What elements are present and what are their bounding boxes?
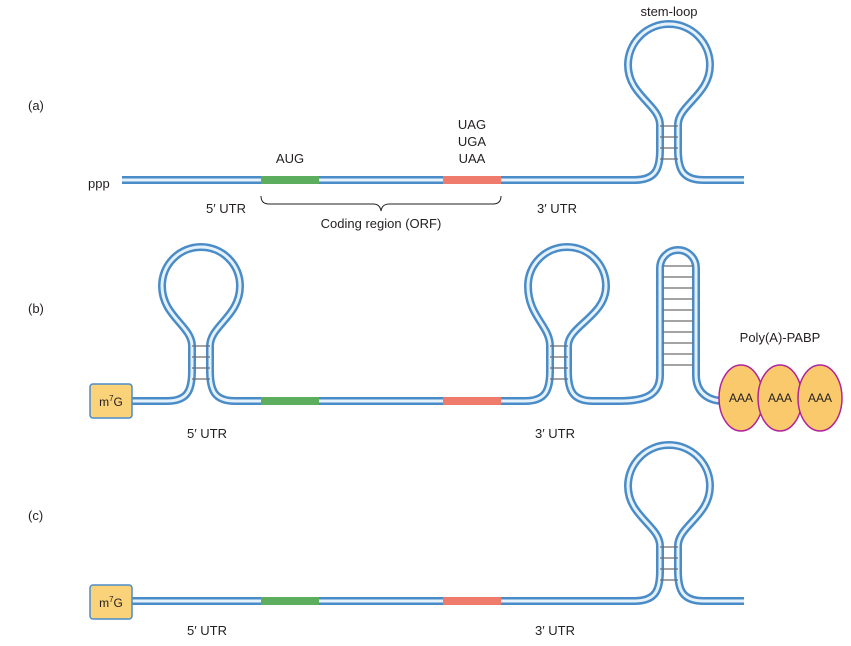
panel-c-label: (c) [28,508,43,523]
stem-loop-label: stem-loop [640,4,697,19]
m7g-cap-box-b [89,383,133,419]
coding-region-label: Coding region (ORF) [321,216,442,231]
stop-codon-segment-b [443,397,501,405]
m7g-cap-label-c: m7G [99,595,123,610]
rna-strand-a [122,20,744,184]
stem-rungs-c [660,546,678,581]
cap-c: m7G [89,584,133,620]
utr5-label-c: 5′ UTR [187,623,227,638]
five-prime-triphosphate-label: ppp [88,176,110,191]
start-codon-segment-b [261,397,319,405]
utr3-label-c: 3′ UTR [535,623,575,638]
utr5-label-a: 5′ UTR [206,201,246,216]
cap-b: m7G [89,383,133,419]
orf-brace [260,195,502,212]
start-codon-segment-a [261,176,319,184]
m7g-cap-label-b: m7G [99,394,123,409]
stop-codon-segment-c [443,597,501,605]
stop-codon-uag: UAG [458,117,486,132]
panel-a-label: (a) [28,98,44,113]
stop-codon-uga: UGA [458,134,487,149]
panel-c: (c) m7G 5′ UTR 3′ UTR [28,441,744,638]
pabp-cluster: AAA AAA AAA [718,364,843,432]
rna-strand-c [132,441,744,605]
pabp-protein-3 [797,364,843,432]
utr5-label-b: 5′ UTR [187,426,227,441]
stop-codon-uaa: UAA [459,151,486,166]
utr3-label-a: 3′ UTR [537,201,577,216]
m7g-cap-box-c [89,584,133,620]
stem-rungs-b-5utr [192,345,210,380]
utr3-label-b: 3′ UTR [535,426,575,441]
polya-pabp-label: Poly(A)-PABP [740,330,821,345]
stem-rungs-b-3utr [550,345,568,380]
stem-rungs-a [660,125,678,160]
polya-aaa-3: AAA [808,391,832,405]
rna-strand-b [132,243,725,405]
start-codon-label: AUG [276,151,304,166]
panel-a: (a) ppp AUG UAG UGA UAA stem-loop 5′ UTR… [28,4,744,231]
stop-codon-segment-a [443,176,501,184]
start-codon-segment-c [261,597,319,605]
panel-b-label: (b) [28,301,44,316]
polya-aaa-1: AAA [729,391,753,405]
polya-aaa-2: AAA [768,391,792,405]
panel-b: (b) [28,243,843,441]
hairpin-rungs-b [663,265,693,366]
